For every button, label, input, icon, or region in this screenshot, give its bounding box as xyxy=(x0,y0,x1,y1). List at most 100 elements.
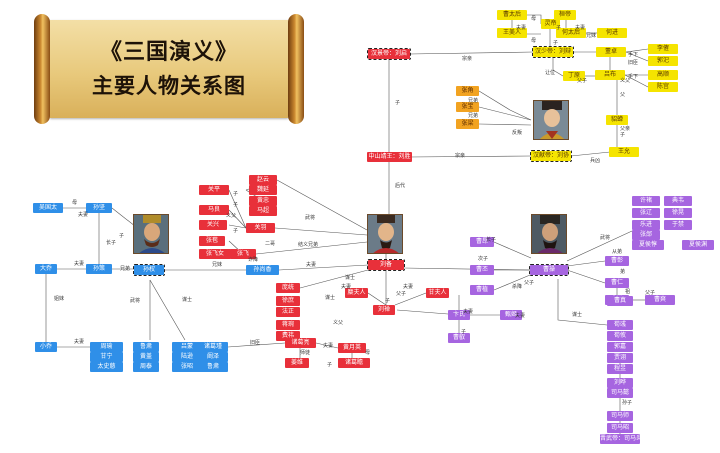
node-huandi: 桓帝 xyxy=(554,10,576,20)
relation-label-fuzi: 父子 xyxy=(524,280,535,286)
node-caozhen: 曹真 xyxy=(607,296,633,306)
relation-label-zi: 子 xyxy=(233,202,239,208)
connector-line xyxy=(274,227,368,236)
node-ganfuren: 甘夫人 xyxy=(426,288,449,298)
node-xuchu: 许褚 xyxy=(632,196,660,206)
relation-label-fuqi: 夫妻 xyxy=(306,262,317,268)
node-hanshaodi: 汉少帝：刘辩 xyxy=(532,46,574,58)
node-guosi: 郭汜 xyxy=(648,56,678,66)
connector-line xyxy=(228,224,247,229)
relation-label-jiuxiong: 旧臣 xyxy=(628,60,639,66)
node-weiyan: 魏延 xyxy=(249,185,277,195)
connector-line xyxy=(299,269,369,289)
relation-label-sizi: 孙子 xyxy=(622,400,633,406)
connector-line xyxy=(570,151,611,157)
title-line-1: 《三国演义》 xyxy=(99,39,238,65)
node-liuye: 刘晔 xyxy=(607,378,633,388)
scroll-rod-left xyxy=(34,14,50,124)
connector-line xyxy=(403,267,531,271)
node-lijue: 李傕 xyxy=(648,44,678,54)
node-lusu: 鲁肃 xyxy=(133,342,159,352)
relation-label-erge: 二哥 xyxy=(265,241,276,247)
relation-label-jiemei: 姐妹 xyxy=(54,296,65,302)
title-scroll: 《三国演义》 主要人物关系图 xyxy=(34,14,304,124)
relation-label-jiuxiong: 旧臣 xyxy=(250,340,261,346)
connector-line xyxy=(394,292,427,306)
node-jiangwei: 姜维 xyxy=(285,358,309,368)
relation-label-fuqi: 夫妻 xyxy=(74,261,85,267)
node-huangyueying: 黄月英 xyxy=(338,343,366,353)
node-liushan: 刘禅 xyxy=(373,305,395,315)
relation-label-fuqi: 夫妻 xyxy=(515,313,526,319)
relation-label-fu: 父 xyxy=(620,92,626,98)
connector-line xyxy=(228,189,247,229)
relation-label-xiongdi: 兄弟 xyxy=(468,113,479,119)
node-guojia: 郭嘉 xyxy=(607,342,633,352)
node-simayi: 司马懿 xyxy=(607,388,633,398)
node-sunjian: 孙坚 xyxy=(86,203,112,213)
node-lvmeng: 吕蒙 xyxy=(172,342,202,352)
connector-line xyxy=(278,264,369,271)
connector-line xyxy=(624,74,649,88)
node-xunyou: 荀攸 xyxy=(607,331,633,341)
node-zhouyu: 周瑜 xyxy=(90,342,123,352)
relation-label-congdi: 从弟 xyxy=(612,249,623,255)
node-chengyu: 程昱 xyxy=(607,364,633,374)
node-caozhang: 曹彰 xyxy=(605,256,629,266)
connector-line xyxy=(557,279,608,326)
relation-label-bingxiong: 兵凶 xyxy=(590,158,601,164)
relation-label-fuqin: 父亲 xyxy=(620,126,631,132)
connector-line xyxy=(566,230,633,262)
relation-label-shouxia: 手下 xyxy=(628,74,639,80)
relation-label-zhangzi: 长子 xyxy=(106,240,117,246)
node-machao: 马超 xyxy=(249,206,277,216)
relation-label-rangwei: 让位 xyxy=(545,70,556,76)
portrait-sunquan xyxy=(133,214,169,254)
relation-label-di: 弟 xyxy=(620,269,626,275)
node-hanjingdi: 汉景帝：刘启 xyxy=(367,48,411,60)
node-zhugezhan: 诸葛瞻 xyxy=(338,358,370,368)
relation-label-zi: 子 xyxy=(556,25,562,31)
relation-label-moushi: 谋士 xyxy=(182,297,193,303)
node-zhugeliang: 诸葛亮 xyxy=(285,338,316,348)
portrait-liubei xyxy=(367,214,403,254)
node-hanxiandi: 汉献帝：刘协 xyxy=(530,150,572,162)
relation-label-jieyi: 结义兄弟 xyxy=(298,242,319,248)
relation-label-wujiang: 武将 xyxy=(305,215,316,221)
relation-label-fuzi: 父子 xyxy=(645,290,656,296)
relation-label-zi: 子 xyxy=(327,362,333,368)
connector-line xyxy=(625,48,649,53)
relation-label-xiongdi: 兄弟 xyxy=(120,266,131,272)
node-pangtong: 庞统 xyxy=(276,283,300,293)
node-xiahoudun: 夏侯惇 xyxy=(632,240,664,250)
node-feiyi: 费祎 xyxy=(276,331,300,341)
node-caoren: 曹仁 xyxy=(605,278,629,288)
node-liubei: 刘备 xyxy=(367,259,405,271)
relation-label-moushi: 谋士 xyxy=(572,312,583,318)
node-jinwudi: 晋武帝：司马炎 xyxy=(600,434,640,444)
node-lvbu: 吕布 xyxy=(595,70,625,80)
node-zhangjiao: 张角 xyxy=(456,86,479,96)
relation-label-mu: 母 xyxy=(365,350,371,356)
relation-label-xiongmei: 兄妹 xyxy=(586,33,597,39)
node-caoshuang: 曹爽 xyxy=(645,295,675,305)
relation-label-zi: 子 xyxy=(233,228,239,234)
node-kanze: 阚泽 xyxy=(198,352,228,362)
title-line-2: 主要人物关系图 xyxy=(92,73,246,98)
portrait-hanxiandi xyxy=(533,100,569,140)
node-simazhao: 司马昭 xyxy=(607,423,633,433)
connector-line xyxy=(493,274,531,291)
node-sunquan: 孙权 xyxy=(133,264,165,276)
node-sunshangxiang: 孙尚香 xyxy=(246,265,279,275)
node-dianwei: 典韦 xyxy=(664,196,692,206)
node-zhoutai: 周泰 xyxy=(133,362,159,372)
node-zhanghe: 张郃 xyxy=(632,230,660,240)
relation-label-zi: 子 xyxy=(119,233,125,239)
connector-line xyxy=(625,51,649,62)
relation-label-yifu: 义父 xyxy=(226,213,237,219)
node-yujin: 于禁 xyxy=(664,220,692,230)
connector-line xyxy=(409,155,532,158)
relation-label-zongqin: 宗亲 xyxy=(455,153,466,159)
